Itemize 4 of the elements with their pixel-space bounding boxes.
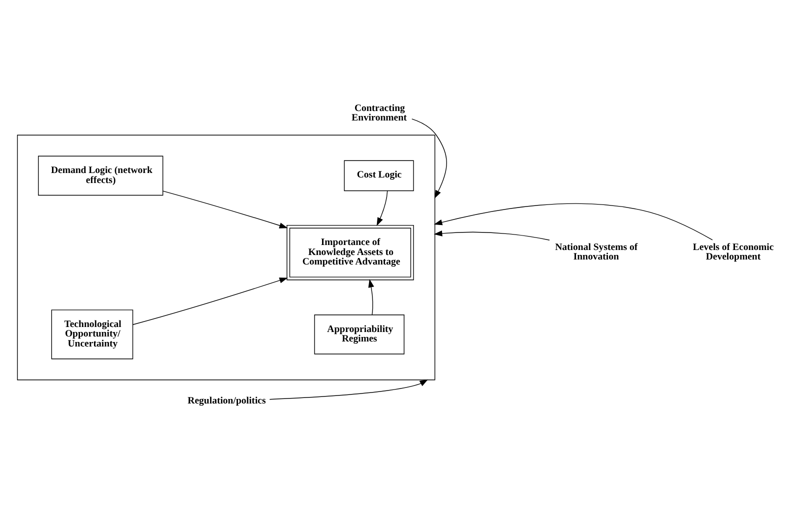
node-text: Levels of Economic Development bbox=[692, 242, 774, 263]
node-text: National Systems of Innovation bbox=[554, 242, 638, 263]
node-text: Contracting Environment bbox=[351, 102, 406, 124]
node-text: Regulation/politics bbox=[187, 395, 266, 406]
